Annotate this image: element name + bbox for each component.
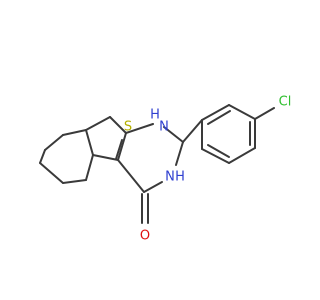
bond — [85, 129, 94, 156]
bond — [228, 147, 256, 164]
bond — [207, 110, 231, 125]
bond — [117, 132, 127, 161]
bond — [182, 119, 203, 143]
atom-labels: S H N N H O Cl — [124, 95, 291, 244]
bond — [39, 149, 46, 164]
bond — [254, 107, 275, 120]
bond — [85, 116, 111, 131]
bond — [85, 154, 94, 181]
bond — [92, 154, 119, 161]
oxygen-atom-label: O — [140, 229, 150, 244]
bond — [175, 141, 184, 166]
bond — [44, 134, 64, 151]
bond — [62, 129, 87, 136]
bond — [117, 159, 145, 193]
n1-hydrogen-label: H — [150, 108, 160, 123]
bond — [109, 116, 127, 134]
bond — [228, 104, 256, 120]
bond — [163, 126, 184, 143]
bonds — [39, 104, 275, 224]
bond — [39, 162, 64, 184]
bond — [201, 148, 230, 164]
n1-atom-label: N — [159, 120, 169, 135]
bond — [201, 104, 230, 121]
sulfur-atom-label: S — [124, 120, 132, 135]
structure-canvas: S H N N H O Cl — [39, 95, 291, 244]
chlorine-atom-label: Cl — [279, 95, 292, 110]
bond — [115, 139, 123, 160]
bond — [207, 144, 230, 158]
bond — [143, 181, 163, 193]
bond — [125, 123, 154, 134]
n3-atom-label: N — [165, 170, 175, 185]
bond — [62, 179, 87, 184]
n3-hydrogen-label: H — [175, 170, 185, 185]
